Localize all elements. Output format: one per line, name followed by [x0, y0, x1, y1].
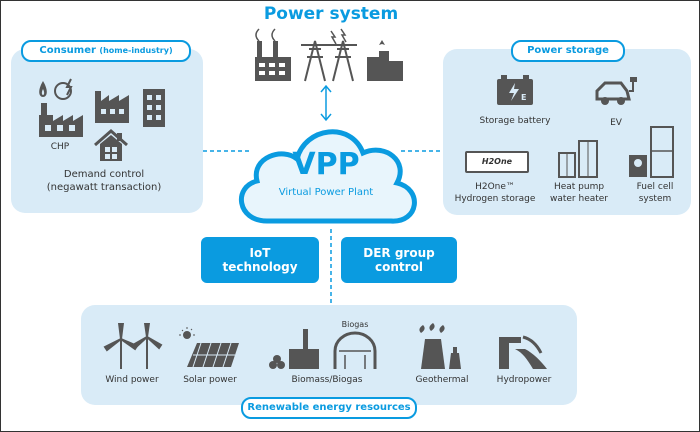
storage-panel [443, 49, 691, 215]
heat-pump-line1: Heat pump [553, 182, 605, 192]
h2one-label-line2: Hydrogen storage [454, 194, 536, 204]
wind-power-label: Wind power [105, 375, 159, 385]
der-line1: DER group [363, 246, 435, 260]
consumer-label: Consumer [39, 45, 96, 56]
factory-icon [95, 91, 129, 123]
wind-power-icon [103, 323, 163, 369]
power-system-title: Power system [263, 4, 399, 24]
vpp-big-label: VPP [292, 147, 360, 182]
vpp-sub-label: Virtual Power Plant [278, 187, 374, 198]
fuel-cell-line1: Fuel cell [636, 182, 674, 192]
h2one-label-line1: H2One™ [475, 182, 515, 192]
power-system-icon [255, 28, 403, 82]
renewable-label: Renewable energy resources [247, 402, 411, 413]
iot-line1: IoT [249, 246, 271, 260]
house-icon [94, 129, 128, 161]
negawatt-label: (negawatt transaction) [46, 182, 162, 193]
consumer-pill: Consumer (home-industry) [21, 40, 191, 62]
solar-power-icon [179, 327, 239, 368]
svg-text:E: E [521, 93, 526, 102]
biogas-tag: Biogas [341, 320, 369, 329]
renewable-panel [81, 305, 577, 405]
hydropower-label: Hydropower [496, 375, 552, 385]
battery-icon: E [497, 75, 533, 105]
fuel-cell-line2: system [638, 194, 672, 204]
storage-label: Power storage [527, 45, 609, 56]
h2one-box: H2One [465, 151, 529, 173]
biomass-label: Biomass/Biogas [291, 375, 363, 385]
renewable-pill: Renewable energy resources [241, 397, 417, 419]
geothermal-label: Geothermal [415, 375, 469, 385]
biogas-tank-icon [333, 331, 377, 369]
der-group-control-box: DER group control [341, 237, 457, 283]
h2one-logo: H2One [481, 157, 513, 166]
storage-pill: Power storage [511, 40, 625, 62]
vpp-cloud [239, 129, 417, 224]
biomass-icon [269, 329, 319, 369]
fuel-cell-icon [629, 126, 674, 178]
chp-label: CHP [50, 142, 70, 152]
geothermal-icon [419, 323, 461, 369]
demand-control-label: Demand control [63, 169, 145, 180]
ev-label: EV [610, 118, 622, 128]
battery-label: Storage battery [479, 116, 551, 126]
hydropower-icon [499, 335, 547, 369]
heat-pump-icon [558, 140, 598, 178]
consumer-sublabel: (home-industry) [99, 46, 173, 55]
chp-icon [39, 78, 83, 137]
der-line2: control [375, 260, 423, 274]
solar-power-label: Solar power [183, 375, 237, 385]
ev-icon [595, 77, 637, 105]
building-icon [143, 89, 165, 127]
iot-technology-box: IoT technology [201, 237, 319, 283]
vertical-arrow [320, 84, 332, 122]
iot-line2: technology [222, 260, 298, 274]
heat-pump-line2: water heater [549, 194, 609, 204]
